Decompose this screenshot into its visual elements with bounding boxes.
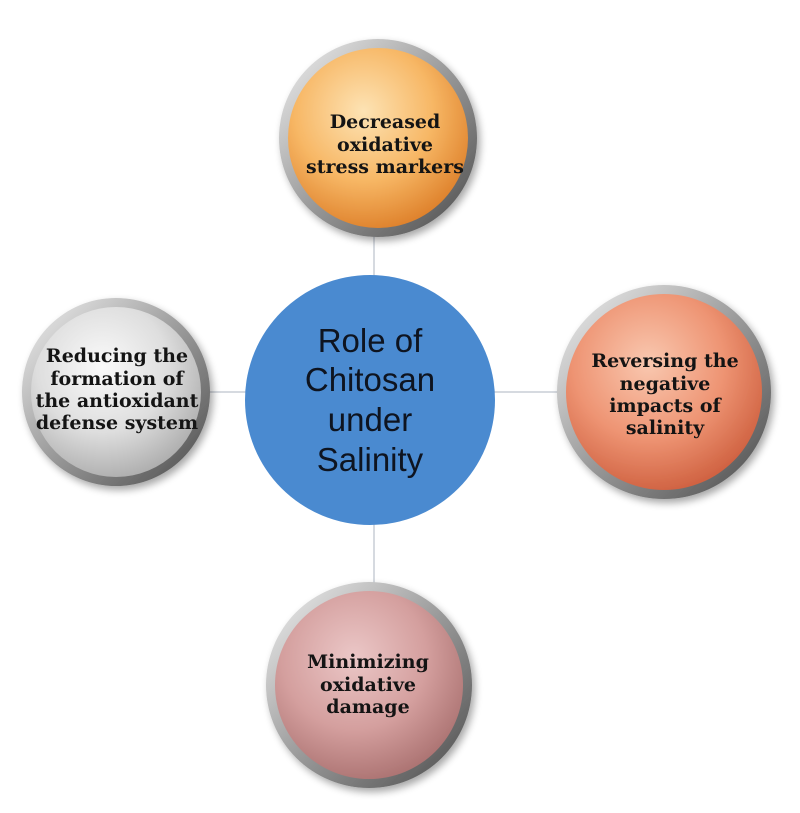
node-top-label: Decreased oxidative stress markers: [306, 111, 464, 179]
node-left-circle: [31, 307, 201, 477]
node-bottom-circle: [275, 591, 463, 779]
node-left-label: Reducing the formation of the antioxidan…: [35, 345, 199, 435]
center-label: Role of Chitosan under Salinity: [304, 321, 436, 478]
node-bottom-label: Minimizing oxidative damage: [307, 651, 429, 719]
node-left: [22, 298, 210, 486]
node-top: [279, 39, 477, 237]
node-bottom: [266, 582, 472, 788]
center-circle: [245, 275, 495, 525]
node-top-circle: [288, 48, 468, 228]
node-right-circle: [566, 294, 762, 490]
node-right: [557, 285, 771, 499]
node-right-label: Reversing the negative impacts of salini…: [591, 350, 739, 440]
